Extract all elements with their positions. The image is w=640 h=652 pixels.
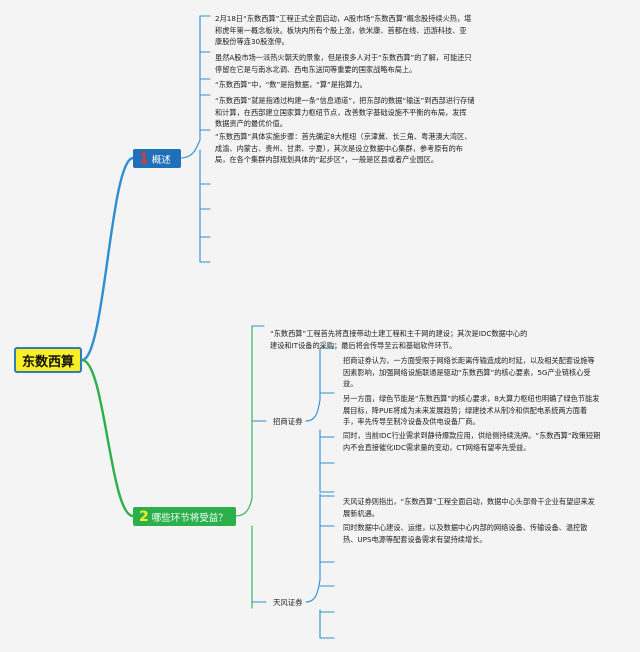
overview-item-1[interactable]: 2月18日“东数西算”工程正式全面启动，A股市场“东数西算”概念股持续火热，堪 … [215,14,472,47]
tianfeng-spine [305,493,321,639]
zhaoshang-spine [305,347,321,493]
root-node[interactable]: 东数西算 [14,347,82,373]
zhaoshang-item-3[interactable]: 同时，当前IDC行业需求到静待爆款应用，供给侧持续洗牌。“东数西算”政策短期 内… [343,431,601,452]
zhaoshang-item-2[interactable]: 另一方面，绿色节能是“东数西算”的核心要求，8大算力枢纽也明确了绿色节能发 展目… [343,394,600,427]
zhaoshang-item-1[interactable]: 招商证券认为，一方面受限于网络长距离传输造成的时延，以及相关配套设施等 因素影响… [343,356,595,389]
tianfeng-item-2[interactable]: 同时数据中心建设、运维，以及数据中心内部的网络设备、传输设备、温控散 热、UPS… [343,523,588,544]
overview-item-3[interactable]: “东数西算”中，“数”是指数据，“算”是指算力。 [215,80,367,89]
tianfeng-item-1[interactable]: 天风证券则指出，“东数西算”工程全面启动，数据中心头部骨干企业有望迎来发 展新机… [343,497,595,518]
root-to-branch2-connector [80,358,135,518]
group-label-zhaoshang[interactable]: 招商证券 [273,417,303,426]
branch-number-badge: 1 [139,150,149,167]
beneficiaries-intro[interactable]: “东数西算”工程首先将直接带动土建工程和主干网的建设；其次是IDC数据中心的 建… [270,329,528,350]
branch-label: 哪些环节将受益？ [151,512,228,524]
branch2-spine [235,325,253,609]
root-to-branch1-connector [80,156,135,362]
branch-number-badge: 2 [139,508,149,525]
branch-overview[interactable]: 1 概述 [133,149,181,168]
branch-beneficiaries[interactable]: 2 哪些环节将受益？ [133,507,236,526]
branch-label: 概述 [151,154,171,166]
overview-item-4[interactable]: “东数西算”就是指通过构建一条“信息通道”，把东部的数据“输送”到西部进行存储 … [215,96,475,129]
overview-item-5[interactable]: “东数西算”具体实施步骤：首先确定8大枢纽（京津冀、长三角、粤港澳大湾区、 成渝… [215,132,472,165]
branch1-spine [180,15,201,263]
group-label-tianfeng[interactable]: 天风证券 [273,598,303,607]
root-label: 东数西算 [21,354,74,370]
overview-item-2[interactable]: 虽然A股市场一派热火朝天的景象，但是很多人对于“东数西算”的了解，可能还只 停留… [215,53,472,74]
